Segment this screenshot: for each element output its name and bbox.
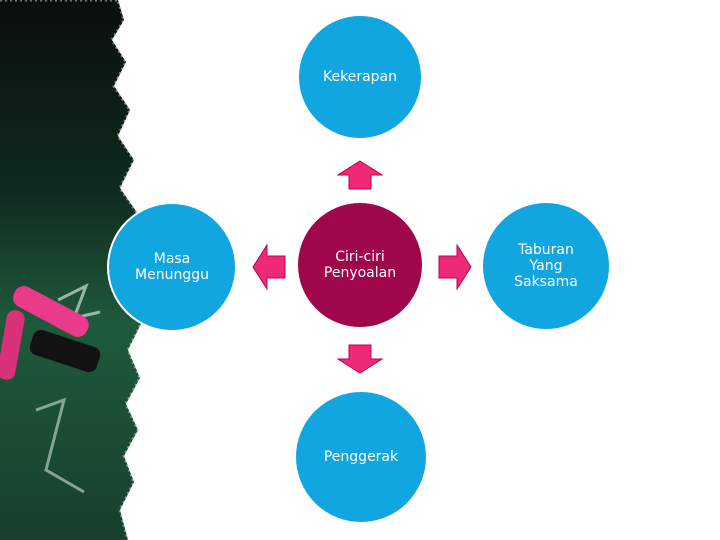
node-center-label: Ciri-ciri Penyoalan (323, 249, 397, 281)
node-top-label: Kekerapan (323, 69, 397, 85)
chalk-scribble (35, 397, 85, 494)
node-left-label: Masa Menunggu (135, 251, 209, 283)
arrow-down-icon (337, 344, 383, 374)
node-top: Kekerapan (297, 14, 423, 140)
chalkboard-image (0, 0, 142, 540)
node-right: Taburan Yang Saksama (481, 201, 611, 331)
arrow-up-icon (337, 160, 383, 190)
node-center: Ciri-ciri Penyoalan (296, 201, 424, 329)
node-left: Masa Menunggu (107, 202, 237, 332)
arrow-left-icon (252, 244, 286, 290)
chalk-stick (29, 329, 101, 373)
node-bottom: Penggerak (294, 390, 428, 524)
chalk-scribble (57, 282, 101, 321)
node-bottom-label: Penggerak (323, 449, 399, 465)
arrow-right-icon (438, 244, 472, 290)
node-right-label: Taburan Yang Saksama (514, 242, 578, 290)
chalk-stick (0, 310, 25, 380)
chalk-stick (13, 286, 89, 337)
